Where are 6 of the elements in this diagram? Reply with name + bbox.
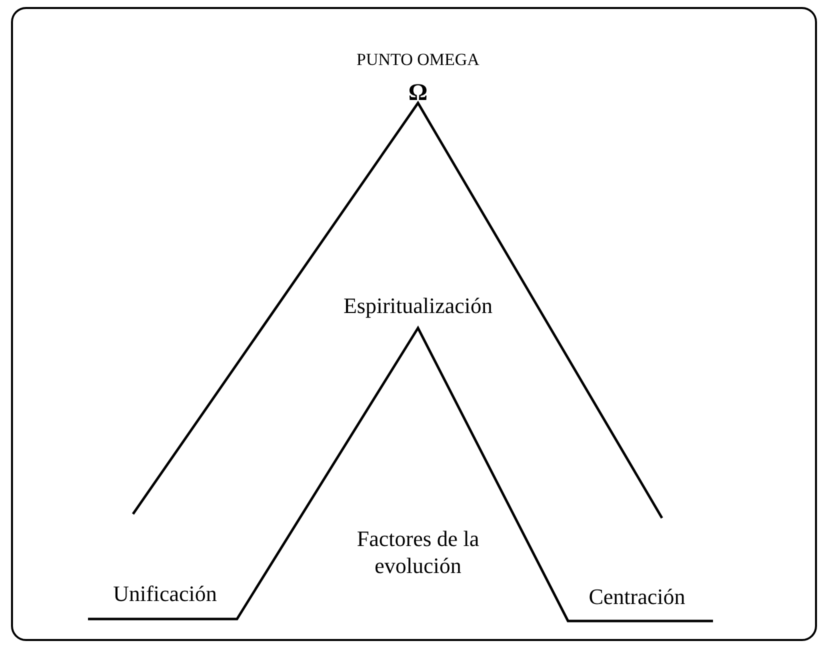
region-label: Espiritualización [342,292,494,319]
region-label: Factores de la evolución [356,525,480,579]
symbol-label: Ω [407,80,429,107]
side-label: Centración [588,583,686,610]
side-label: Unificación [112,580,218,607]
heading-label: PUNTO OMEGA [356,49,480,71]
